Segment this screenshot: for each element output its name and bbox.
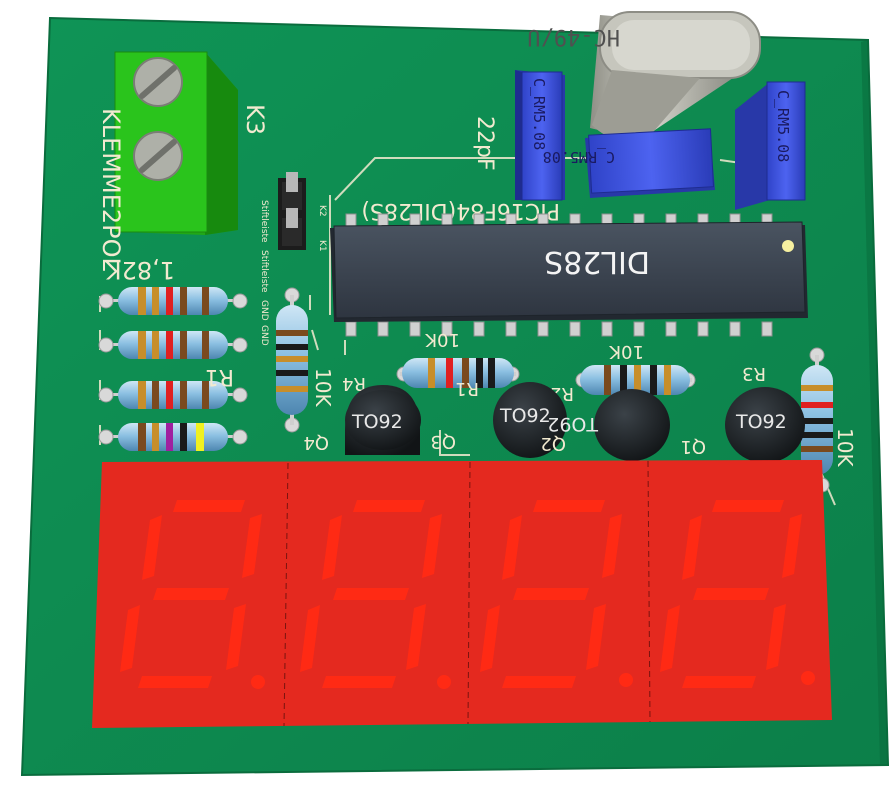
capacitor-3 [735,81,806,210]
resistor-value-10k-d: 10K [833,428,857,467]
seven-segment-display [92,460,832,728]
screw-1-icon [133,57,183,107]
transistor-ref-3: Q2 [540,433,566,454]
transistor-4 [725,387,805,463]
transistor-ref-4: Q1 [680,436,706,457]
jumper-side-text-4: GND [259,325,269,346]
transistor-1 [345,385,421,455]
resistor-ref-partial-4: R3 [742,363,766,384]
digit-1 [120,500,265,689]
terminal-block-side-label: KLEMME2POL [97,108,125,271]
resistor-mid-2 [575,365,696,395]
digit-2 [300,500,451,689]
transistor-ref-2: Q3 [430,431,456,452]
transistor-2 [493,382,567,458]
capacitor-2-marking: C_RM5.08 [543,148,615,166]
transistor-1-marking: TO92 [351,411,403,433]
capacitor-2 [585,128,715,198]
resistor-value-10k-a: 10K [311,368,335,407]
jumper-side-text-3: GND [259,300,269,321]
ic-marking: DIL28S [544,244,650,279]
resistor-left-4 [98,423,248,451]
resistor-value-label: 1,82K [105,256,175,284]
jumper-side-text-2: Stiftleiste [259,250,269,293]
resistor-ref-partial-1: R4 [342,373,366,394]
crystal [590,11,761,142]
resistor-mid-1 [396,358,520,388]
transistor-3-marking: TO92 [547,413,599,435]
transistor-2-marking: TO92 [499,405,551,427]
ic-footprint-label: PIC16F84(DIL28S) [361,198,560,223]
crystal-marking: HC-49/U [527,24,620,49]
jumper-label-k1: K1 [317,240,327,252]
digit-3 [480,500,633,688]
ic-dil28 [330,221,808,322]
ic-pin1-dot-icon [782,240,794,252]
screw-2-icon [133,131,183,181]
digit-4 [660,500,815,688]
terminal-block [114,51,238,235]
capacitor-22pf-label: 22pF [472,116,497,171]
resistor-value-10k-c: 10K [608,341,644,362]
resistor-left-2 [98,331,248,359]
resistor-ref-partial-2: R1 [455,378,479,399]
resistor-left-3 [98,381,248,409]
resistor-vertical-left [276,287,308,433]
transistor-3 [594,389,670,461]
jumper-side-text-1: Stiftleiste [259,200,269,243]
capacitor-1 [515,70,565,201]
capacitor-3-marking: C_RM5.08 [774,90,792,162]
resistor-ref-label: R1 [205,364,234,389]
transistor-4-marking: TO92 [735,411,787,433]
resistor-value-10k-b: 10K [424,329,460,350]
jumper-label-k2: K2 [317,205,327,217]
transistor-ref-1: Q4 [303,432,329,453]
capacitor-1-marking: C_RM5.08 [530,78,548,150]
resistor-left-1 [98,287,248,315]
terminal-block-ref: K3 [241,104,269,135]
jumper-header [278,172,306,250]
